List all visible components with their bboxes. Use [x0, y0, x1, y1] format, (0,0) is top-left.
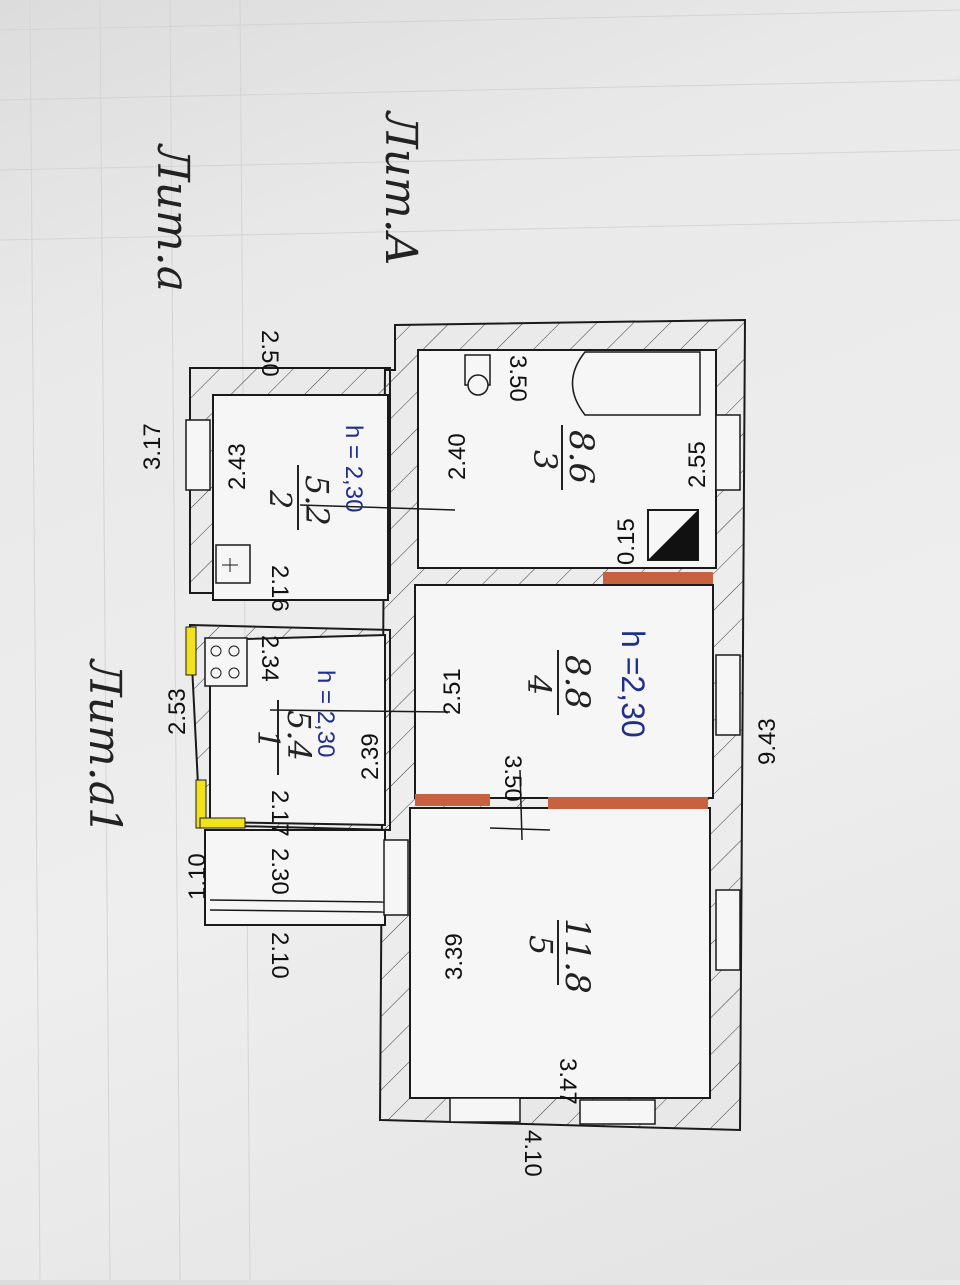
bathtub-fixture [571, 351, 701, 416]
room-2-label: 2 5.2 h = 2,30 [262, 425, 367, 530]
room-4-floor [414, 584, 714, 799]
porch-area [204, 829, 386, 926]
dim-4-10: 4.10 [519, 1130, 546, 1177]
label-lit-a1: Лит.а1 [79, 658, 130, 835]
room-4-height: h =2,30 [615, 630, 651, 738]
dim-2-51: 2.51 [439, 668, 466, 715]
room-5-floor [409, 807, 711, 1099]
toilet-fixture [464, 354, 491, 396]
room-2-height: h = 2,30 [340, 425, 367, 512]
dim-3-50-room3: 3.50 [504, 355, 531, 402]
dim-2-43: 2.43 [224, 443, 251, 490]
room-4-number: 4 [520, 674, 558, 695]
dim-2-55: 2.55 [684, 441, 711, 488]
dim-1-10: 1.10 [184, 853, 211, 900]
dim-2-53: 2.53 [164, 688, 191, 735]
room-1-floor [209, 633, 386, 827]
dim-2-40: 2.40 [444, 433, 471, 480]
yellow-window-marks [185, 626, 246, 829]
room-5-label: 5 11.8 [522, 918, 597, 994]
orange-partitions [415, 572, 713, 809]
dim-2-17: 2.17 [266, 790, 293, 837]
dim-2-39: 2.39 [357, 733, 384, 780]
dim-0-15: 0.15 [613, 518, 640, 565]
dim-2-50: 2.50 [256, 330, 283, 377]
room-3-label: 3 8.6 [526, 425, 601, 490]
room-4-label: 4 8.8 h =2,30 [520, 630, 651, 738]
dim-2-34: 2.34 [256, 635, 283, 682]
gas-stove-icon [204, 637, 248, 687]
room-4-area: 8.8 [557, 655, 597, 709]
dim-3-50-room4: 3.50 [499, 755, 526, 802]
dim-2-30: 2.30 [266, 848, 293, 895]
boiler-symbol [647, 509, 699, 561]
dim-3-17: 3.17 [139, 423, 166, 470]
room-2-area: 5.2 [298, 475, 336, 526]
room-1-area: 5.4 [280, 710, 318, 761]
windows [185, 414, 741, 1125]
room-1-number: 1 [250, 730, 285, 749]
dim-2-16: 2.16 [266, 565, 293, 612]
dim-3-39: 3.39 [441, 933, 468, 980]
room-3-number: 3 [526, 450, 564, 470]
label-lit-a-small: Лит.а [147, 143, 198, 292]
label-lit-a-big: Лит.А [375, 110, 426, 266]
dim-3-47: 3.47 [554, 1058, 581, 1105]
room-2-number: 2 [262, 489, 297, 509]
room-1-label: 1 5.4 h = 2,30 [250, 670, 339, 775]
dim-2-10: 2.10 [266, 932, 293, 979]
room-3-area: 8.6 [561, 430, 601, 484]
room-1-height: h = 2,30 [312, 670, 339, 757]
room-5-number: 5 [522, 935, 560, 955]
sink-fixture [215, 544, 251, 584]
dim-9-43: 9.43 [754, 718, 781, 765]
room-5-area: 11.8 [557, 918, 597, 994]
leader-lines [269, 504, 551, 841]
dimension-labels: 3.17 2.50 2.43 2.40 3.50 0.15 2.55 2.16 … [139, 330, 781, 1177]
